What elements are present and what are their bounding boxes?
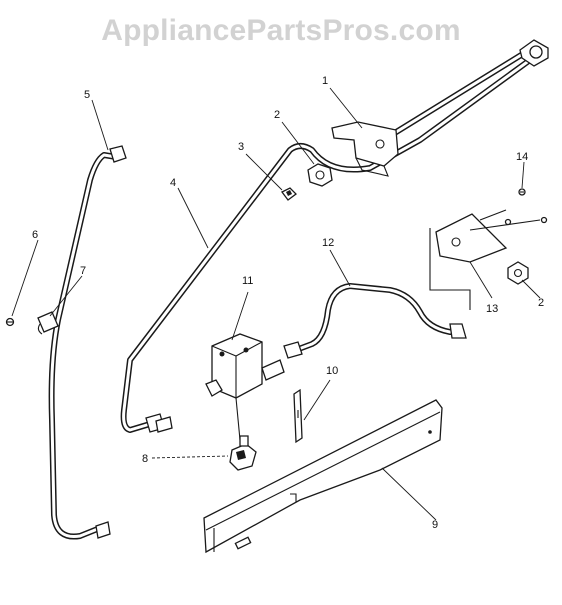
fitting-8 <box>229 435 257 471</box>
clip-7 <box>37 311 59 335</box>
rail-9 <box>203 399 443 554</box>
callout-9: 9 <box>432 519 438 531</box>
watermark: AppliancePartsPros.com <box>101 14 461 47</box>
callout-7: 7 <box>80 265 86 277</box>
screw-6 <box>5 317 15 327</box>
screw-14 <box>518 188 526 196</box>
tube-12 <box>283 283 467 359</box>
callout-8: 8 <box>142 453 148 465</box>
callout-11: 11 <box>242 275 253 287</box>
nut-2-upper <box>307 163 333 187</box>
callout-13: 13 <box>486 303 498 315</box>
callout-5: 5 <box>84 89 90 101</box>
callout-12: 12 <box>322 237 334 249</box>
callout-6: 6 <box>32 229 38 241</box>
tube-5 <box>48 145 127 540</box>
callout-2-upper: 2 <box>274 109 280 121</box>
fitting-3 <box>281 187 297 201</box>
callout-10: 10 <box>326 365 338 377</box>
callout-labels: 1 2 3 4 5 6 7 8 9 10 11 12 13 14 2 <box>32 75 544 531</box>
leader-lines <box>11 87 541 521</box>
callout-1: 1 <box>322 75 328 87</box>
nut-2-right <box>507 261 529 285</box>
callout-3: 3 <box>238 141 244 153</box>
callout-4: 4 <box>170 177 176 189</box>
callout-14: 14 <box>516 151 528 163</box>
valve-11 <box>205 333 285 441</box>
bracket-10 <box>293 388 303 444</box>
callout-2-right: 2 <box>538 297 544 309</box>
top-right-fitting <box>519 39 549 67</box>
bracket-13 <box>429 209 548 310</box>
bracket-1 <box>331 121 399 177</box>
